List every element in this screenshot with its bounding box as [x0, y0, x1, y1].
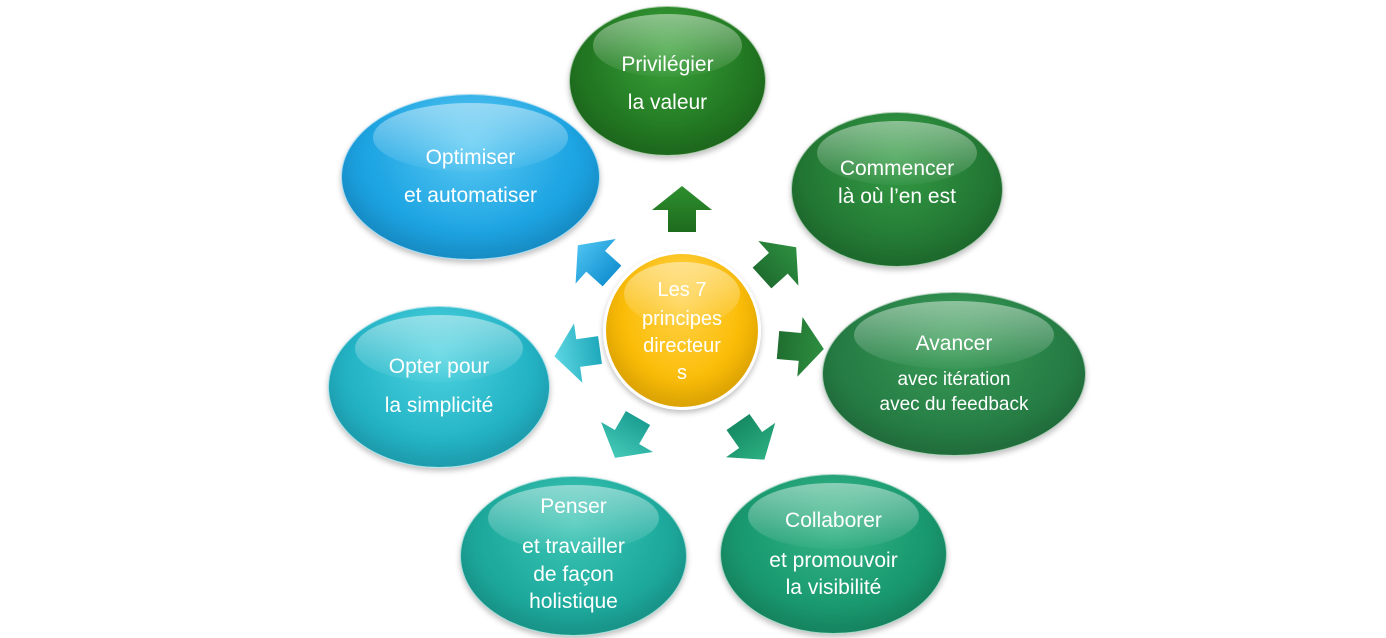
- principle-line: Avancer: [915, 332, 993, 355]
- arrow-to-avancer: [776, 317, 824, 377]
- center-title: Les 7 principes directeur s: [603, 251, 761, 410]
- principle-avancer: Avancer avec itération avec du feedback: [822, 292, 1086, 456]
- principle-collaborer: Collaborer et promouvoir la visibilité: [720, 474, 947, 634]
- principle-line: et automatiser: [403, 184, 538, 207]
- principle-line: Privilégier: [621, 53, 714, 76]
- principle-line: Penser: [540, 495, 607, 518]
- principle-line: Collaborer: [785, 509, 882, 532]
- principle-opter: Opter pour la simplicité: [328, 306, 550, 468]
- principle-privilegier-la-valeur: Privilégier la valeur: [569, 6, 766, 156]
- principle-line: holistique: [529, 590, 618, 613]
- principle-line: et promouvoir: [769, 549, 898, 572]
- arrow-to-optimiser: [575, 238, 622, 287]
- principle-penser: Penser et travailler de façon holistique: [460, 476, 687, 636]
- principle-line: la valeur: [627, 91, 708, 114]
- principle-line: Commencer: [839, 157, 955, 180]
- center-line: Les 7: [657, 279, 707, 301]
- center-line: principes: [641, 308, 723, 330]
- principle-line: de façon: [533, 563, 614, 586]
- principle-line: avec du feedback: [879, 394, 1029, 415]
- principle-line: Optimiser: [425, 146, 516, 169]
- arrow-to-collaborer: [726, 413, 776, 460]
- principle-line: la simplicité: [384, 394, 494, 417]
- principle-line: avec itération: [897, 369, 1011, 390]
- principle-line: la visibilité: [785, 576, 882, 599]
- arrow-to-privilegier: [652, 186, 712, 232]
- principle-line: et travailler: [522, 535, 625, 558]
- principle-line: là où l’en est: [838, 185, 956, 208]
- center-line: s: [677, 362, 687, 384]
- arrow-to-opter: [554, 323, 602, 383]
- principle-optimiser: Optimiser et automatiser: [341, 94, 600, 260]
- center-line: directeur: [643, 335, 721, 357]
- arrow-to-commencer: [752, 240, 799, 289]
- principle-line: Opter pour: [388, 355, 490, 378]
- arrow-to-penser: [601, 411, 653, 458]
- principle-commencer: Commencer là où l’en est: [791, 112, 1003, 267]
